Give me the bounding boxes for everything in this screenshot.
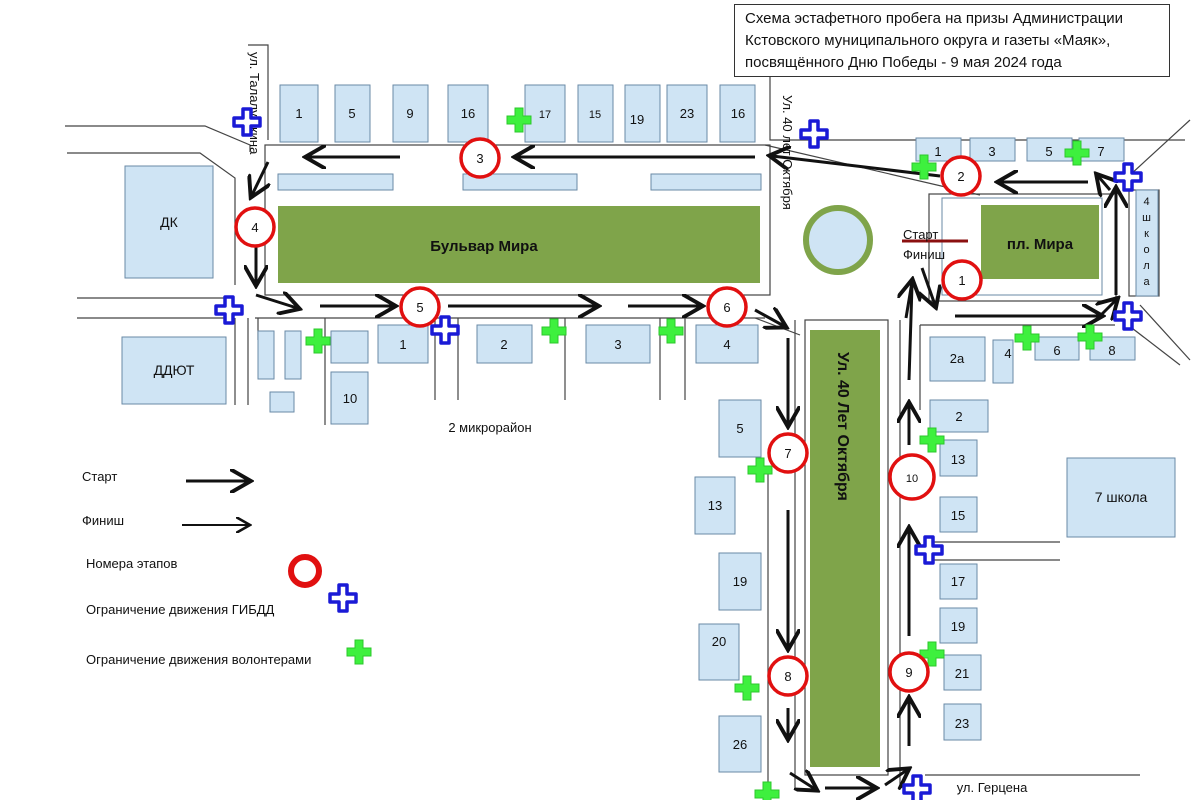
- building-label: 5: [348, 106, 355, 121]
- school7-label: 7 школа: [1095, 489, 1148, 505]
- legend-volunteer-icon: [346, 639, 372, 665]
- legend: Старт Финиш Номера этапов Ограничение дв…: [82, 469, 372, 667]
- building-label: 5: [1045, 144, 1052, 159]
- legend-police-icon: [328, 583, 358, 613]
- building-label: 2а: [950, 351, 965, 366]
- legend-finish-label: Финиш: [82, 513, 124, 528]
- buildings-right-top: 1 3 5 7: [915, 137, 1125, 162]
- building-label: 4: [1004, 346, 1011, 361]
- forty-years-top-label: Ул. 40 лет Октября: [780, 95, 795, 210]
- building-label: 4: [723, 337, 730, 352]
- boulevard-park: [278, 206, 760, 283]
- legend-volunteers-label: Ограничение движения волонтерами: [86, 652, 311, 667]
- building-label: 15: [589, 109, 601, 121]
- square-label: пл. Мира: [1007, 236, 1074, 253]
- boulevard-label: Бульвар Мира: [430, 238, 538, 255]
- building-label: 13: [951, 452, 965, 467]
- ddyut-label: ДДЮТ: [154, 362, 195, 378]
- district-label: 2 микрорайон: [448, 420, 531, 435]
- buildings-center-right: 2а 4 6 8 2 13 15 17 19 21 23: [929, 336, 1136, 741]
- school7-building: [1066, 457, 1176, 538]
- building-label: 17: [951, 574, 965, 589]
- stage-number: 8: [784, 669, 791, 684]
- stage-number: 5: [416, 300, 423, 315]
- stage-number: 6: [723, 300, 730, 315]
- start-label: Старт: [903, 227, 938, 242]
- building-label: 21: [955, 666, 969, 681]
- square-park: [981, 205, 1099, 279]
- building-label: 6: [1053, 343, 1060, 358]
- strip-2: [462, 173, 578, 191]
- building-label: 8: [1108, 343, 1115, 358]
- title-line: Схема эстафетного пробега на призы Админ…: [745, 10, 1124, 27]
- talalushkina-label: ул. Талалушкина: [247, 52, 262, 155]
- stage-number: 10: [906, 473, 918, 485]
- title-line: Кстовского муниципального округа и газет…: [745, 32, 1111, 49]
- building-label: 23: [955, 716, 969, 731]
- forty-years-main-label: Ул. 40 Лет Октября: [834, 352, 851, 501]
- legend-police-label: Ограничение движения ГИБДД: [86, 602, 275, 617]
- school4-building: [1135, 189, 1159, 297]
- building-label: 15: [951, 508, 965, 523]
- stage-markers: 1 2 3 4 5 6 7 8 9 10: [234, 137, 983, 697]
- ddyut-building: [121, 336, 227, 405]
- strip-1: [277, 173, 394, 191]
- legend-start-label: Старт: [82, 469, 117, 484]
- stage-number: 3: [476, 151, 483, 166]
- building-label: 17: [539, 109, 551, 121]
- building-label: 1: [934, 144, 941, 159]
- building-label: 16: [731, 106, 745, 121]
- building-label: 16: [461, 106, 475, 121]
- building-label: 23: [680, 106, 694, 121]
- building-label: 3: [988, 144, 995, 159]
- building-label: 5: [736, 421, 743, 436]
- building-label: 2: [500, 337, 507, 352]
- street-park: [810, 330, 880, 767]
- herzen-label: ул. Герцена: [957, 780, 1028, 795]
- building-label: 7: [1097, 144, 1104, 159]
- roads: [65, 40, 1191, 790]
- building-label: 10: [343, 391, 357, 406]
- map-title: Схема эстафетного пробега на призы Админ…: [734, 4, 1170, 77]
- dk-label: ДК: [160, 214, 178, 230]
- building-label: 3: [614, 337, 621, 352]
- legend-stages-label: Номера этапов: [86, 556, 178, 571]
- stage-number: 9: [905, 665, 912, 680]
- stage-number: 2: [957, 169, 964, 184]
- building-label: 19: [630, 112, 644, 127]
- finish-label: Финиш: [903, 247, 945, 262]
- buildings-center-left: 5 13 19 20 26: [694, 399, 762, 773]
- stage-number: 4: [251, 220, 258, 235]
- building-label: 2: [955, 409, 962, 424]
- building-label: 19: [733, 574, 747, 589]
- building-label: 26: [733, 737, 747, 752]
- dk-building: [124, 165, 214, 279]
- buildings-left: 1 2 3 4 10: [257, 324, 759, 425]
- buildings-top: 1 5 9 16 17 15 19 23 16: [279, 84, 756, 143]
- building-label: 1: [399, 337, 406, 352]
- strip-3: [650, 173, 762, 191]
- building-label: 13: [708, 498, 722, 513]
- building-label: 19: [951, 619, 965, 634]
- legend-stage-icon: [288, 554, 322, 588]
- title-line: посвящённого Дню Победы - 9 мая 2024 год…: [745, 54, 1062, 71]
- building-label: 9: [406, 106, 413, 121]
- stage-number: 1: [958, 273, 965, 288]
- building-label: 1: [295, 106, 302, 121]
- stage-number: 7: [784, 446, 791, 461]
- route-arrows: [252, 156, 1116, 789]
- building-label: 20: [712, 634, 726, 649]
- roundabout: [803, 205, 873, 275]
